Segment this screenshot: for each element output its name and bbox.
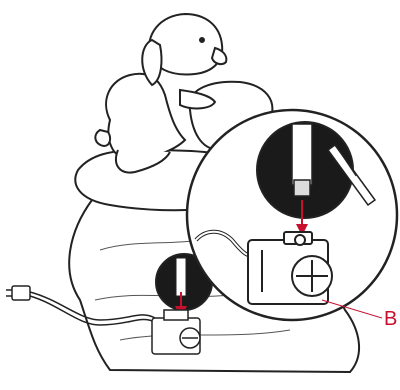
callout-label: B [384, 308, 397, 331]
large-pump [248, 232, 332, 304]
power-plug-icon [6, 286, 30, 300]
